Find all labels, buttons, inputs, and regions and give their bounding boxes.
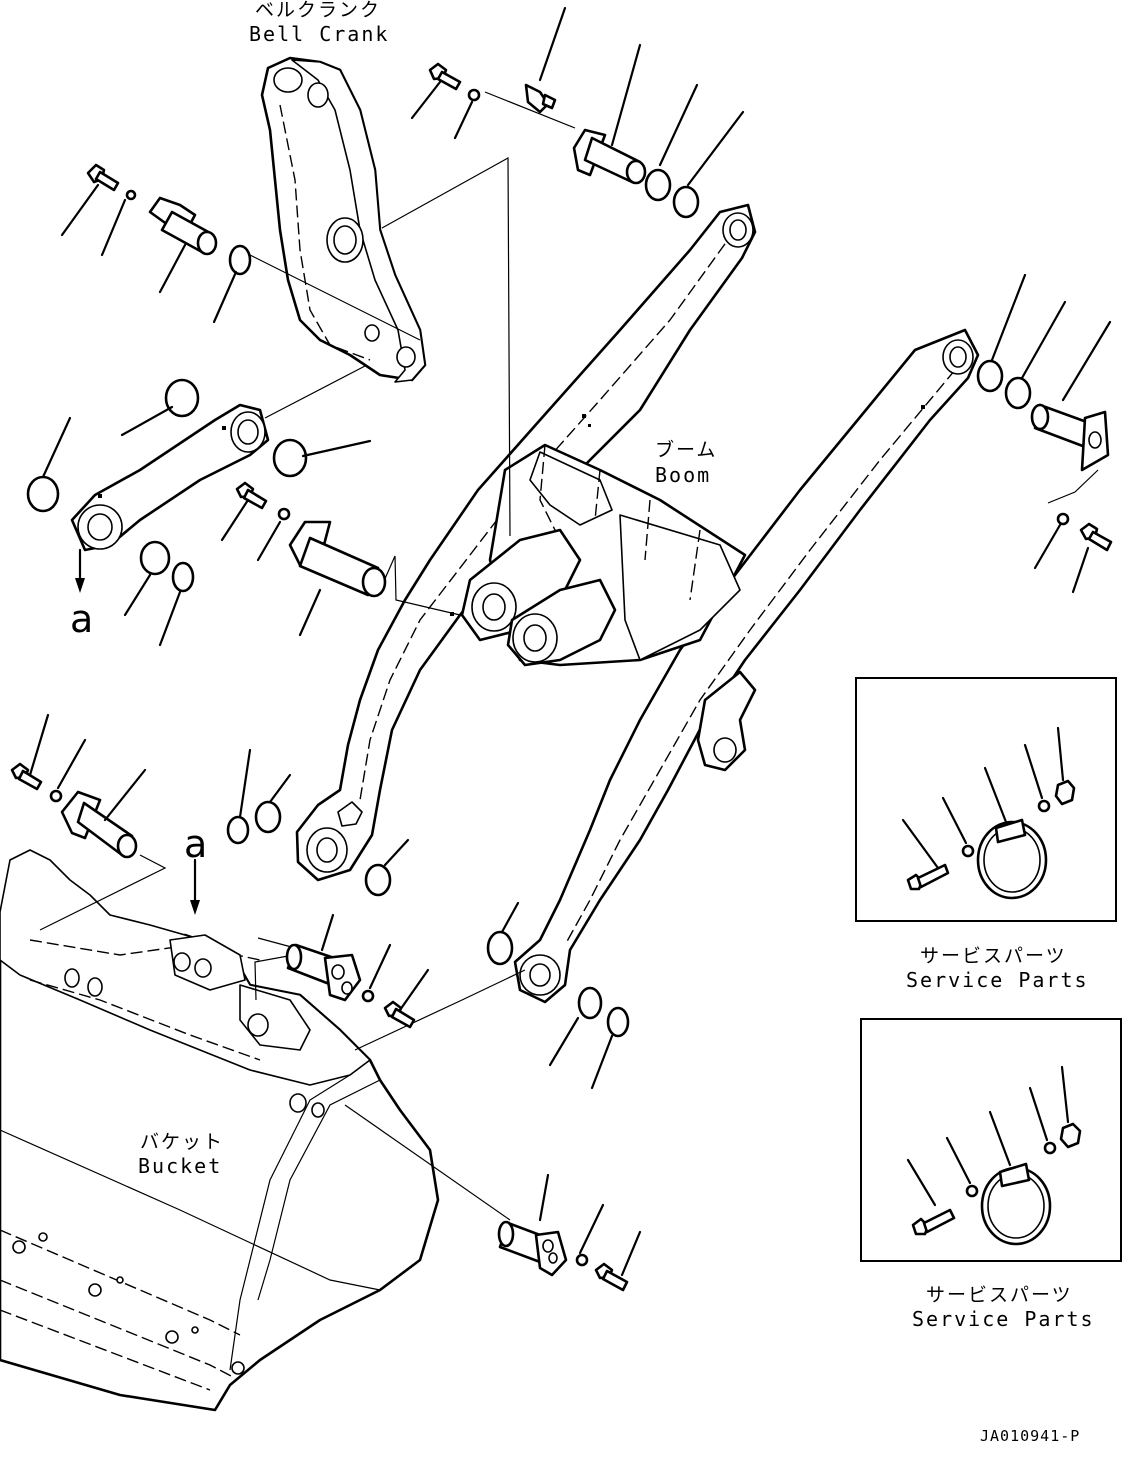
bucket-label-en: Bucket	[138, 1154, 222, 1178]
seal-ring-1	[164, 378, 200, 418]
shim-4	[976, 359, 1004, 393]
seal-ring-4	[139, 540, 171, 576]
seal-ring-3	[26, 475, 60, 513]
pin-bucket-boom	[497, 1220, 568, 1277]
assembly-axis-lines	[39, 91, 1099, 1221]
seal-ring-6	[364, 863, 392, 897]
shim-7	[254, 800, 282, 834]
shim-6	[171, 561, 195, 593]
shim-5	[1004, 376, 1032, 410]
reference-arrow-a-top	[75, 548, 85, 593]
reference-letter-a-top: a	[70, 597, 93, 641]
boom-label-en: Boom	[655, 463, 711, 487]
grease-fitting	[524, 83, 557, 114]
shim-8	[577, 986, 603, 1020]
bell-crank-label-en: Bell Crank	[249, 22, 389, 46]
boom-label-jp: ブーム	[655, 438, 717, 461]
pin-link-bottom	[60, 790, 138, 859]
washer-4	[277, 507, 291, 521]
bell-crank-label-jp: ベルクランク	[255, 0, 381, 21]
bolt-2	[428, 62, 462, 91]
washer-6	[361, 989, 375, 1003]
bolt-6	[383, 1000, 416, 1029]
shim-3	[672, 185, 700, 219]
boom	[295, 203, 980, 1004]
seal-ring-2	[272, 438, 308, 478]
reference-arrow-a-bottom	[190, 858, 200, 915]
service-parts-2-label-en: Service Parts	[912, 1307, 1095, 1331]
pin-tilt-link	[288, 520, 387, 598]
shim-2	[644, 168, 672, 202]
leader-lines	[28, 6, 1112, 1277]
bolt-5	[10, 762, 43, 791]
service-parts-box-2	[860, 1018, 1122, 1262]
washer-3	[1056, 512, 1070, 526]
bell-crank	[260, 56, 427, 383]
shim-9	[606, 1006, 630, 1038]
washer-7	[575, 1253, 589, 1267]
service-parts-1-label-en: Service Parts	[906, 968, 1089, 992]
bolt-3	[1079, 522, 1113, 552]
service-parts-2-label-jp: サービスパーツ	[926, 1284, 1073, 1306]
pin-boom-left-top	[572, 128, 647, 185]
washer-5	[49, 789, 63, 803]
drawing-code: JA010941-P	[980, 1427, 1080, 1445]
bucket-label-jp: バケット	[140, 1131, 224, 1153]
bolt-4	[235, 481, 268, 510]
service-parts-box-1	[855, 677, 1117, 922]
pin-bell-crank-left	[148, 196, 218, 256]
shim-1	[228, 244, 252, 276]
washer-2	[467, 88, 481, 102]
pin-boom-right-top	[1030, 403, 1110, 472]
reference-letter-a-bottom: a	[184, 822, 207, 866]
tilt-link	[70, 403, 270, 552]
bolt-7	[594, 1262, 629, 1292]
washer-1	[125, 189, 137, 201]
pin-bucket-tilt	[285, 943, 362, 1002]
seal-ring-7	[486, 930, 514, 966]
bolt-1	[86, 163, 120, 192]
bucket	[0, 849, 440, 1412]
service-parts-1-label-jp: サービスパーツ	[920, 945, 1067, 967]
seal-ring-5	[226, 815, 250, 845]
